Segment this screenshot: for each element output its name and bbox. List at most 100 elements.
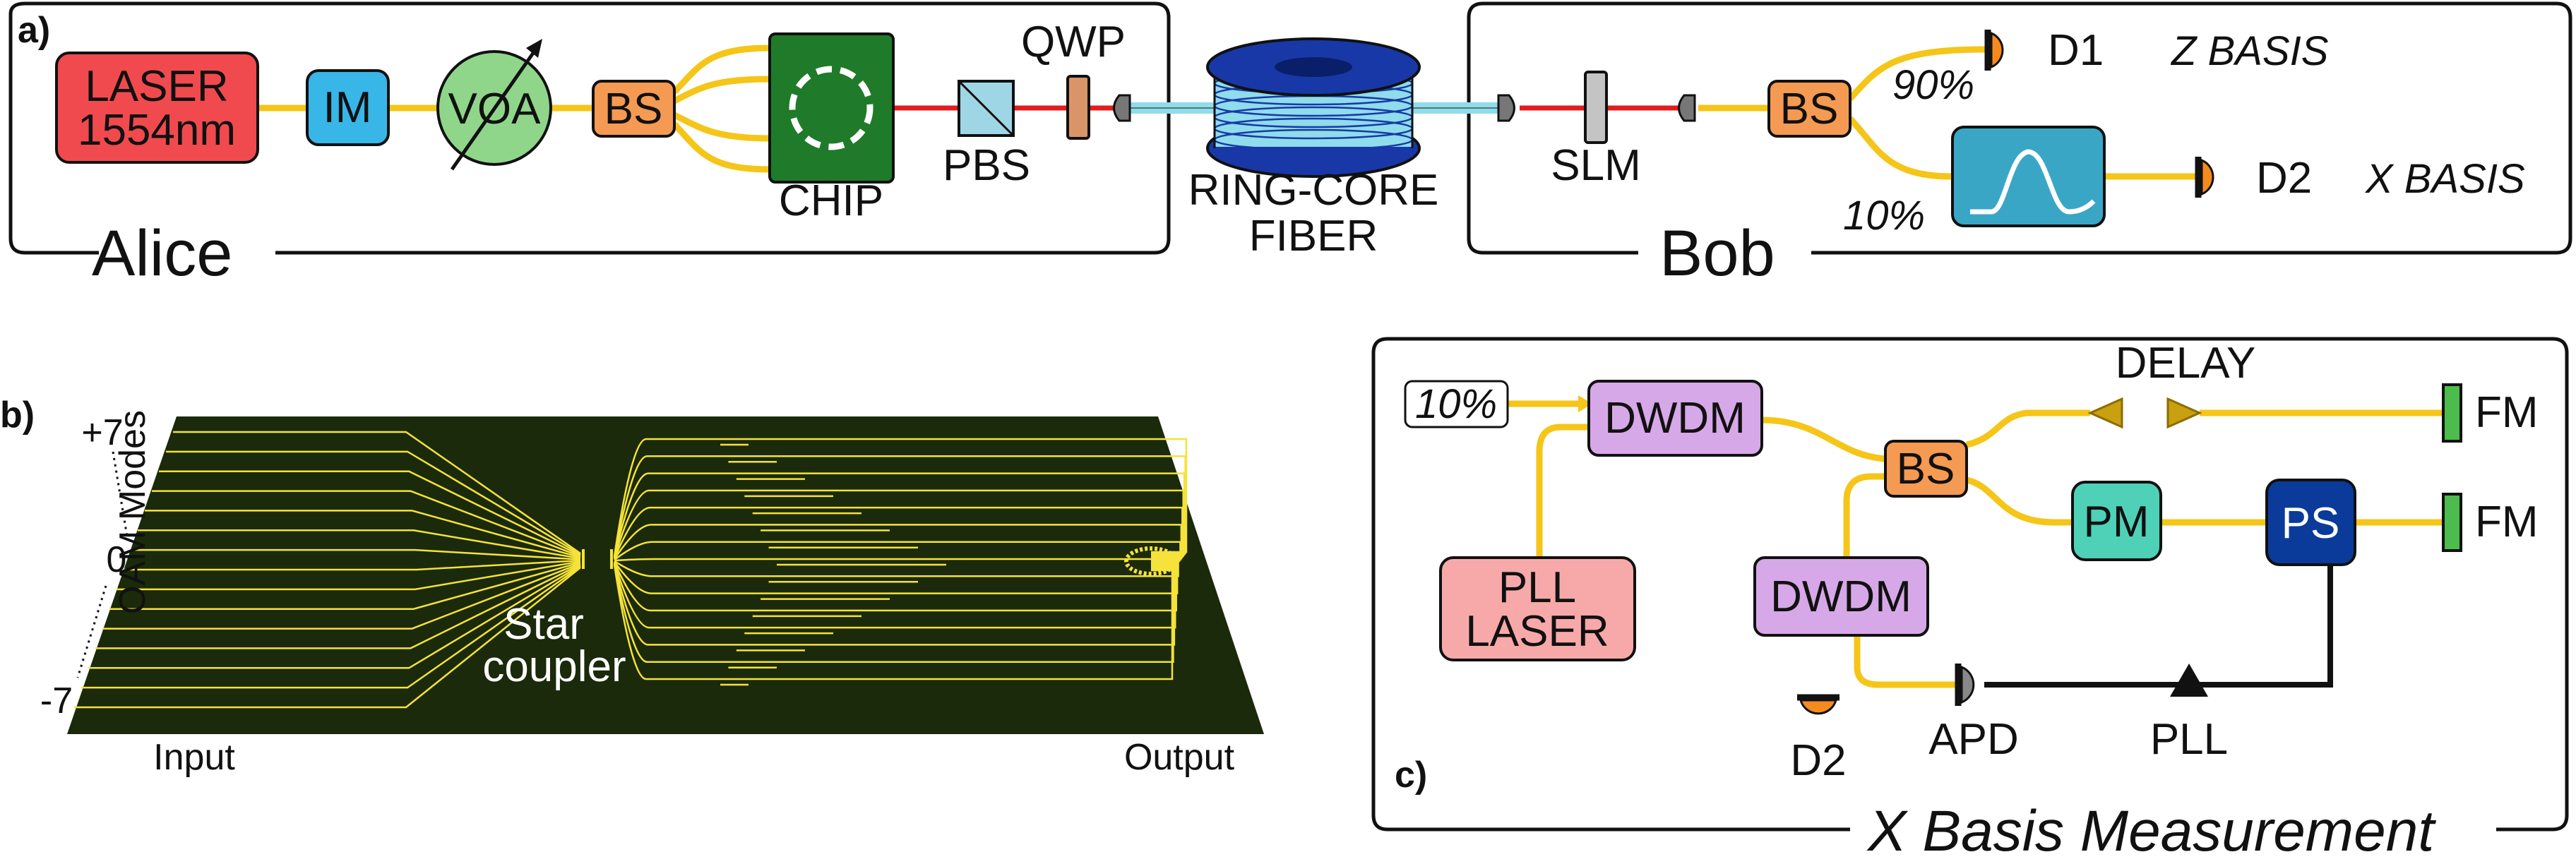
bs-alice-label: BS: [604, 85, 663, 133]
apd-detector-icon: APD: [1928, 664, 2019, 764]
input-waveguide: [95, 563, 581, 649]
output-waveguide: [613, 438, 1188, 557]
delay-prism-left-icon: [2087, 397, 2123, 429]
d2-c-detector-icon: D2: [1790, 694, 1847, 785]
panel-b: b) OAM Modes +7 0 -7 Star coupler Input …: [0, 395, 1264, 778]
qwp-label: QWP: [1021, 18, 1126, 66]
output-label: Output: [1124, 737, 1235, 778]
chip-box: CHIP: [768, 32, 895, 225]
output-waveguide: [613, 563, 1176, 629]
output-waveguide: [613, 472, 1186, 558]
panel-c-tag: c): [1395, 755, 1427, 796]
qwp-plate: QWP: [1021, 18, 1126, 140]
tick-plus7: +7: [81, 412, 123, 453]
d2-detector-icon: D2: [2195, 154, 2312, 203]
panel-c: c) X Basis Measurement 10% DWDM: [1371, 337, 2569, 863]
input-waveguide: [152, 490, 581, 558]
dwdm-bottom-box: DWDM: [1753, 556, 1929, 637]
pct-90-label: 90%: [1892, 62, 1974, 108]
output-waveguide: [613, 455, 1186, 558]
output-waveguide: [613, 564, 1174, 680]
alice-label: Alice: [92, 217, 232, 289]
pct-input-box: 10%: [1404, 380, 1509, 428]
input-label: Input: [153, 737, 235, 778]
laser-box: LASER 1554nm: [55, 52, 259, 164]
output-waveguide: [614, 558, 1181, 563]
im-label: IM: [323, 83, 372, 132]
bs-alice-box: BS: [592, 80, 676, 138]
bs-c-box: BS: [1884, 440, 1968, 498]
input-waveguide: [117, 560, 581, 591]
input-waveguide: [109, 561, 581, 610]
input-waveguide: [166, 450, 581, 556]
pct-input-label: 10%: [1415, 381, 1497, 427]
pct-10-label: 10%: [1843, 193, 1925, 239]
dwdm-bottom-label: DWDM: [1770, 572, 1912, 621]
chip-layout-background: [67, 416, 1264, 734]
pm-box: PM: [2071, 481, 2162, 561]
output-waveguide: [613, 489, 1184, 558]
voa-circle: VOA: [436, 39, 552, 171]
pbs-label: PBS: [943, 141, 1030, 190]
star-coupler-label-2: coupler: [482, 642, 626, 691]
input-waveguide: [145, 510, 581, 558]
im-box: IM: [306, 69, 390, 146]
input-waveguide: [88, 565, 581, 669]
output-waveguide: [614, 560, 1179, 577]
panel-b-tag: b): [0, 395, 35, 436]
d2-c-label: D2: [1790, 736, 1846, 785]
tick-0: 0: [107, 539, 127, 580]
input-waveguide: [159, 470, 581, 556]
laser-label-1: LASER: [85, 62, 228, 111]
pll-label: PLL: [2150, 715, 2228, 764]
input-waveguide: [102, 563, 581, 630]
chip-label: CHIP: [779, 176, 883, 225]
ticks-dotted-axis: [76, 451, 129, 678]
delay-label: DELAY: [2116, 339, 2256, 388]
bs-bob-label: BS: [1780, 85, 1839, 133]
alice-fibers: [258, 44, 770, 173]
fm-top: FM: [2442, 383, 2539, 443]
fm-bottom-label: FM: [2475, 498, 2539, 546]
fm-top-label: FM: [2475, 388, 2539, 437]
output-waveguide: [613, 562, 1177, 612]
bs-c-label: BS: [1897, 445, 1955, 493]
x-basis-measurement-title: X Basis Measurement: [1866, 799, 2436, 863]
z-basis-label: Z BASIS: [2170, 28, 2329, 74]
ring-resonator-icon: [789, 66, 873, 150]
tick-minus7: -7: [40, 680, 73, 721]
apd-label: APD: [1928, 715, 2018, 764]
panel-a-tag: a): [18, 10, 50, 51]
pbs-cube: PBS: [943, 80, 1030, 190]
d1-detector-icon: D1: [1984, 26, 2104, 75]
bob-fibers: [1698, 46, 2196, 180]
output-waveguide: [613, 560, 1179, 594]
slm-label: SLM: [1551, 141, 1640, 190]
panel-c-fibers: [1508, 400, 2443, 688]
panel-a: a) Alice Bob LASER 1554nm: [8, 1, 2572, 289]
pll-feedback-line: [1984, 565, 2333, 688]
dwdm-top-box: DWDM: [1587, 380, 1763, 457]
fm-bottom: FM: [2442, 493, 2539, 552]
ring-core-fiber-spool: RING-CORE FIBER: [1188, 37, 1439, 260]
bob-label: Bob: [1659, 217, 1775, 289]
d1-label: D1: [2048, 26, 2104, 75]
laser-label-2: 1554nm: [78, 106, 236, 155]
fiber-label-1: RING-CORE: [1188, 166, 1439, 215]
bob-output-collimator-icon: [1678, 94, 1696, 122]
output-waveguide: [613, 563, 1176, 646]
input-waveguides: [74, 431, 581, 709]
bob-input-collimator-icon: [1497, 94, 1515, 122]
slm-plate: SLM: [1551, 71, 1641, 190]
input-waveguide: [131, 548, 581, 560]
ps-label: PS: [2282, 499, 2340, 548]
ps-box: PS: [2265, 479, 2356, 566]
oam-emitter-ring: [1124, 546, 1178, 576]
fiber-label-2: FIBER: [1249, 212, 1378, 260]
pll-laser-box: PLL LASER: [1439, 556, 1636, 661]
delay-prism-right-icon: [2166, 397, 2202, 429]
output-waveguide: [613, 524, 1183, 560]
oam-modes-label: OAM Modes: [112, 410, 153, 614]
fiber-collimator-icon: [1113, 94, 1131, 122]
